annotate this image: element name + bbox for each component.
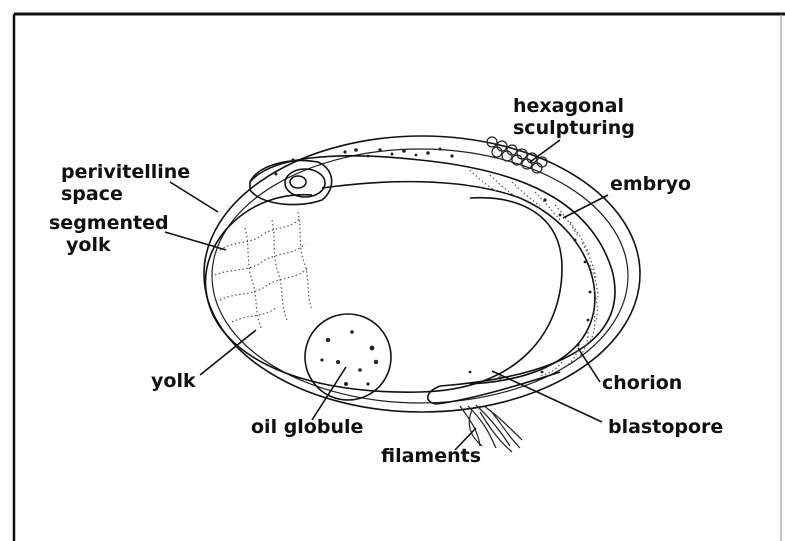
label-oil-globule: oil globule: [251, 416, 363, 438]
hexagonal-sculpturing: [487, 137, 547, 173]
leader-perivitelline: [170, 182, 218, 212]
label-sculpturing: sculpturing: [513, 117, 635, 139]
label-yolk-segmented: yolk: [66, 234, 111, 256]
chorion-inner: [212, 149, 628, 403]
label-perivitelline: perivitelline: [61, 161, 190, 183]
leader-chorion: [578, 348, 600, 382]
embryo-eye-outer: [285, 169, 325, 197]
label-filaments: filaments: [381, 445, 481, 467]
leader-lines: [165, 140, 608, 450]
label-hexagonal: hexagonal: [513, 95, 624, 117]
embryo-eye-inner: [290, 176, 306, 188]
yolk-boundary: [206, 195, 562, 392]
segmented-yolk-pattern: [215, 212, 312, 330]
label-blastopore: blastopore: [608, 416, 723, 438]
label-chorion: chorion: [602, 372, 682, 394]
oil-globule-specks: [320, 330, 378, 386]
leader-blastopore: [492, 371, 602, 422]
oil-globule: [305, 314, 391, 400]
label-segmented: segmented: [49, 212, 169, 234]
chorion-outer: [204, 136, 640, 412]
label-yolk: yolk: [151, 370, 196, 392]
label-embryo: embryo: [610, 173, 691, 195]
embryo-inner-edge: [322, 182, 595, 384]
label-space: space: [61, 183, 123, 205]
